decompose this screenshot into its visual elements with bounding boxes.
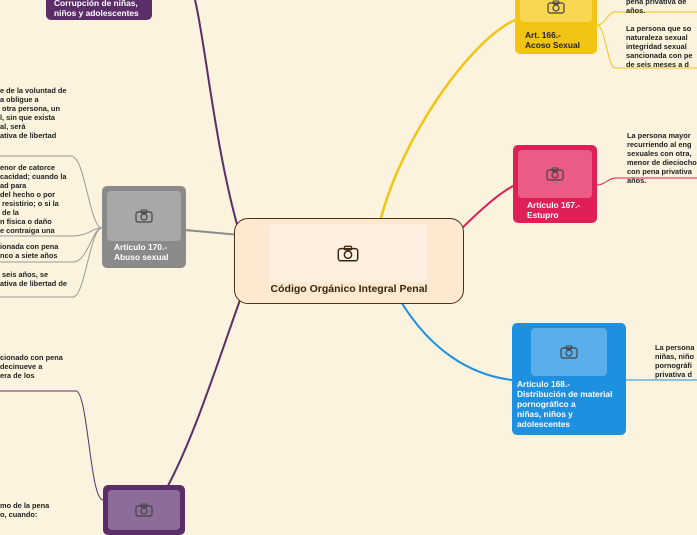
subtopic-text: La persona que so naturaleza sexual inte…: [626, 24, 693, 69]
subtopic-text: cionado con pena decinueve a era de los: [0, 353, 63, 380]
image-placeholder: [518, 150, 592, 198]
node-art166[interactable]: Art. 166.- Acoso Sexual: [515, 0, 597, 54]
camera-icon: [560, 345, 578, 359]
node-corrupcion-label: Corrupción de niñas, niños y adolescente…: [54, 0, 139, 18]
subtopic-text: La persona niñas, niño pornográfi privat…: [655, 343, 695, 379]
camera-icon: [547, 0, 565, 14]
node-corrupcion[interactable]: Corrupción de niñas, niños y adolescente…: [46, 0, 152, 20]
subtopic-text: La persona mayor recurriendo al eng sexu…: [627, 131, 697, 185]
node-art170[interactable]: Artículo 170.- Abuso sexual: [102, 186, 186, 268]
subtopic-text: seis años, se ativa de libertad de: [0, 270, 67, 288]
image-placeholder: [269, 224, 427, 282]
camera-icon: [337, 245, 359, 262]
central-topic[interactable]: Código Orgánico Integral Penal: [234, 218, 464, 304]
image-placeholder: [520, 0, 592, 22]
central-title: Código Orgánico Integral Penal: [270, 283, 428, 295]
node-art167[interactable]: Artículo 167.- Estupro: [513, 145, 597, 223]
image-placeholder: [108, 490, 180, 530]
subtopic-text: enor de catorce cacidad; cuando la ad pa…: [0, 163, 67, 235]
node-art168[interactable]: Artículo 168.- Distribución de material …: [512, 323, 626, 435]
subtopic-text: e de la voluntad de a obligue a otra per…: [0, 86, 67, 140]
node-bottom-left[interactable]: [103, 485, 185, 535]
subtopic-text: mo de la pena o, cuando:: [0, 501, 50, 519]
node-art166-label: Art. 166.- Acoso Sexual: [525, 30, 580, 50]
camera-icon: [546, 167, 564, 181]
node-art170-label: Artículo 170.- Abuso sexual: [114, 242, 169, 262]
node-art168-label: Artículo 168.- Distribución de material …: [517, 379, 613, 429]
node-art167-label: Artículo 167.- Estupro: [527, 200, 581, 220]
image-placeholder: [531, 328, 607, 376]
subtopic-text: ionada con pena nco a siete años: [0, 242, 59, 260]
camera-icon: [135, 503, 153, 517]
subtopic-text: pena privativa de años.: [626, 0, 687, 15]
camera-icon: [135, 209, 153, 223]
image-placeholder: [107, 191, 181, 241]
connector-lines: [0, 0, 697, 501]
